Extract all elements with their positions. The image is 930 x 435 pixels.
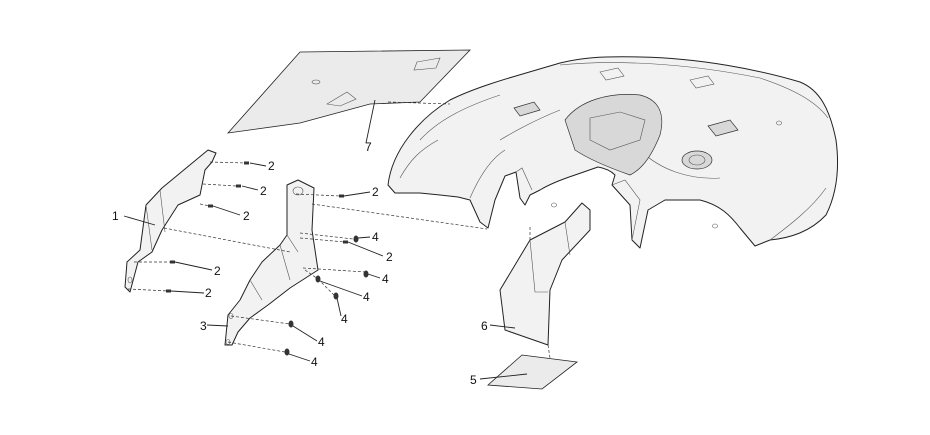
callout-2: 2 xyxy=(243,209,250,223)
nut-4 xyxy=(284,348,290,356)
callout-2: 2 xyxy=(214,264,221,278)
nut-4 xyxy=(353,235,359,243)
callout-3: 3 xyxy=(200,319,207,333)
bolt-2 xyxy=(208,204,213,208)
callout-6: 6 xyxy=(481,319,488,333)
callout-4: 4 xyxy=(318,335,325,349)
part-5-plate xyxy=(487,354,579,390)
part-1-bracket xyxy=(124,149,217,293)
callout-2: 2 xyxy=(372,185,379,199)
bolt-2 xyxy=(339,194,344,198)
callout-2: 2 xyxy=(205,286,212,300)
nut-4 xyxy=(288,320,294,328)
bolt-2 xyxy=(236,184,241,188)
bolt-2 xyxy=(170,260,175,264)
bolt-2 xyxy=(343,240,348,244)
rear-fender-body xyxy=(387,56,839,249)
callout-4: 4 xyxy=(382,272,389,286)
nut-4 xyxy=(363,270,369,278)
callout-labels: 1 2 2 2 2 2 2 2 3 4 4 4 4 4 4 5 6 7 xyxy=(112,140,488,387)
bolt-2 xyxy=(166,289,171,293)
part-6-inner-liner xyxy=(499,202,591,346)
leader-lines xyxy=(123,99,528,380)
callout-2: 2 xyxy=(386,250,393,264)
part-3-bracket-plate xyxy=(224,179,319,346)
callout-2: 2 xyxy=(268,159,275,173)
assembly-lines xyxy=(127,101,551,359)
callout-4: 4 xyxy=(311,355,318,369)
callout-7: 7 xyxy=(365,140,372,154)
callout-4: 4 xyxy=(363,290,370,304)
callout-4: 4 xyxy=(372,230,379,244)
part-7-liner-mat xyxy=(226,49,471,134)
callout-5: 5 xyxy=(470,373,477,387)
nut-4 xyxy=(333,292,339,300)
nut-4 xyxy=(315,275,321,283)
callout-2: 2 xyxy=(260,184,267,198)
callout-4: 4 xyxy=(341,312,348,326)
fasteners xyxy=(166,161,369,356)
bolt-2 xyxy=(244,161,249,165)
callout-1: 1 xyxy=(112,209,119,223)
